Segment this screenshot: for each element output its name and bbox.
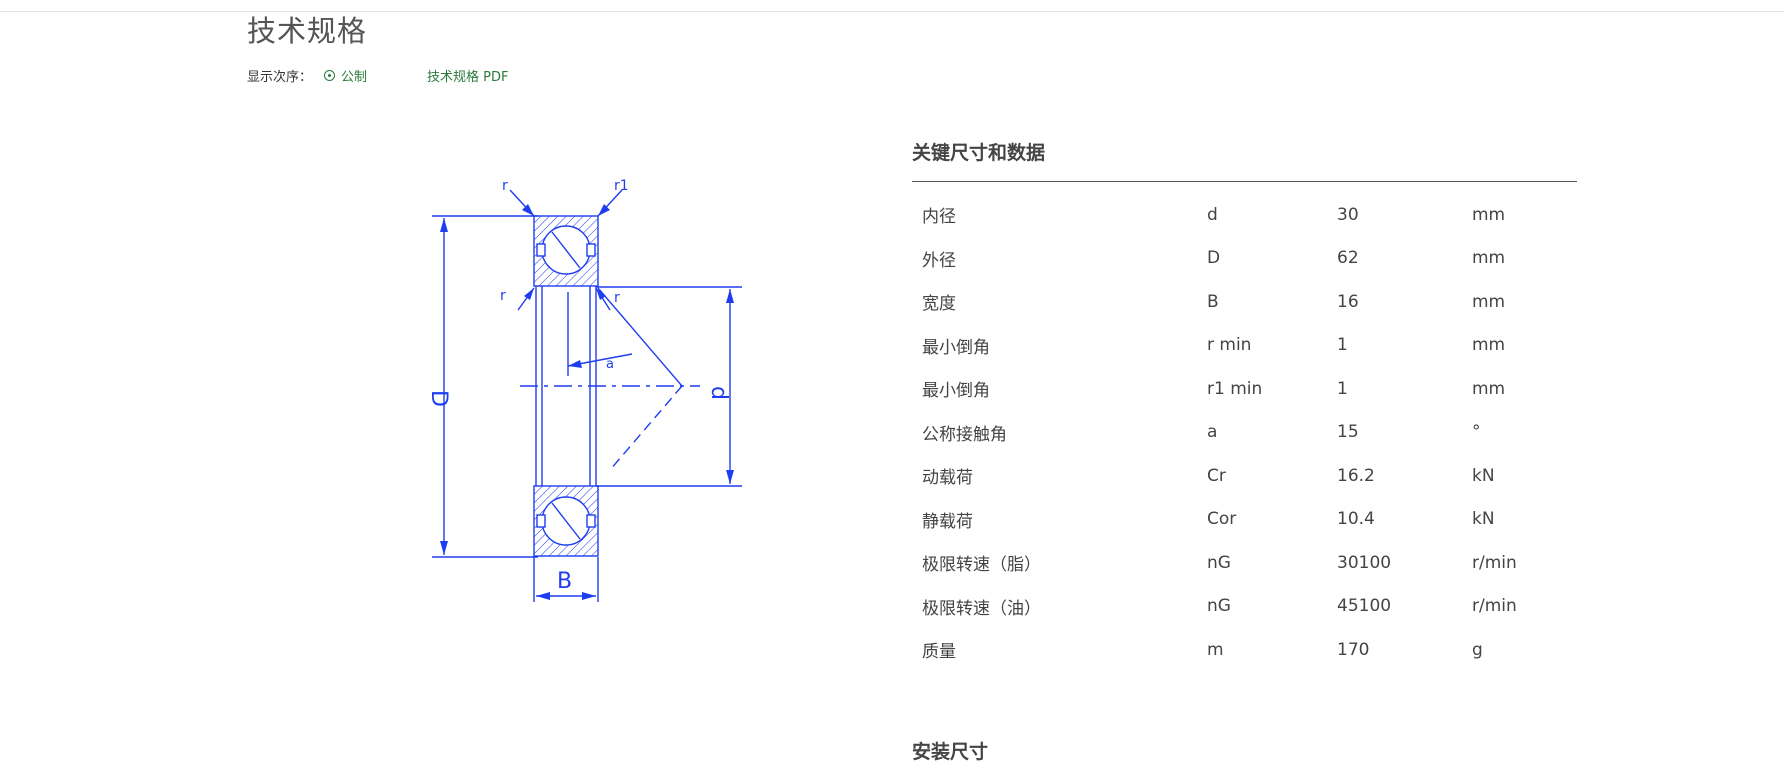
sort-bar: 显示次序： 公制: [247, 66, 367, 85]
table-row: 极限转速（脂） nG 30100 r/min: [912, 541, 1577, 585]
table-row: 静载荷 Cor 10.4 kN: [912, 498, 1577, 542]
spec-unit: kN: [1472, 509, 1495, 530]
spec-symbol: nG: [1207, 552, 1231, 573]
spec-unit: mm: [1472, 291, 1506, 312]
spec-value: 1: [1337, 335, 1348, 356]
spec-unit: r/min: [1472, 596, 1517, 617]
spec-unit: °: [1472, 422, 1481, 443]
spec-value: 1: [1337, 378, 1348, 399]
spec-name: 极限转速（油）: [922, 598, 1041, 619]
key-dimensions-title: 关键尺寸和数据: [912, 142, 1046, 164]
mounting-dimensions-title: 安装尺寸: [912, 741, 989, 763]
table-row: 最小倒角 r1 min 1 mm: [912, 367, 1577, 411]
spec-symbol: Cor: [1207, 509, 1237, 530]
spec-value: 30100: [1337, 552, 1392, 573]
label-B: B: [557, 569, 572, 594]
spec-symbol: a: [1207, 422, 1218, 443]
key-dimensions-body: 内径 d 30 mm 外径 D 62 mm 宽度 B 16 mm 最小倒角 r min 1 mm 最小倒角 r1 …: [912, 193, 1577, 672]
table-row: 极限转速（油） nG 45100 r/min: [912, 585, 1577, 629]
table-row: 内径 d 30 mm: [912, 193, 1577, 237]
spec-pdf-link[interactable]: 技术规格 PDF: [427, 70, 509, 85]
spec-name: 最小倒角: [922, 337, 990, 358]
page-title: 技术规格: [247, 14, 368, 48]
spec-value: 30: [1337, 204, 1359, 225]
sort-label: 显示次序：: [247, 70, 313, 85]
label-r-bore-left: r: [500, 288, 506, 304]
label-d: d: [706, 386, 731, 400]
top-divider: [0, 11, 1784, 12]
spec-name: 公称接触角: [922, 424, 1007, 445]
section-divider: [912, 181, 1577, 182]
label-r-bore-right: r: [614, 290, 620, 306]
unit-option-metric[interactable]: 公制: [324, 66, 367, 85]
spec-value: 10.4: [1337, 509, 1375, 530]
spec-name: 极限转速（脂）: [922, 555, 1041, 576]
spec-value: 16.2: [1337, 465, 1375, 486]
table-row: 动载荷 Cr 16.2 kN: [912, 454, 1577, 498]
spec-unit: mm: [1472, 204, 1506, 225]
label-r1-top-right: r1: [614, 178, 629, 194]
spec-unit: mm: [1472, 378, 1506, 399]
bearing-drawing: D d B a r r1 r r: [426, 178, 742, 602]
label-D: D: [426, 390, 451, 407]
spec-name: 动载荷: [922, 468, 973, 489]
label-a: a: [606, 357, 614, 372]
spec-symbol: m: [1207, 639, 1224, 660]
spec-value: 62: [1337, 248, 1359, 269]
spec-symbol: Cr: [1207, 465, 1226, 486]
spec-unit: g: [1472, 639, 1483, 660]
spec-symbol: D: [1207, 248, 1221, 269]
radio-selected-icon: [324, 70, 336, 81]
table-row: 公称接触角 a 15 °: [912, 411, 1577, 455]
table-row: 质量 m 170 g: [912, 628, 1577, 672]
spec-symbol: B: [1207, 291, 1219, 312]
label-r-top-left: r: [502, 178, 508, 194]
spec-name: 最小倒角: [922, 381, 990, 402]
spec-symbol: r min: [1207, 335, 1252, 356]
spec-symbol: d: [1207, 204, 1218, 225]
spec-value: 170: [1337, 639, 1370, 660]
table-row: 外径 D 62 mm: [912, 237, 1577, 281]
table-row: 最小倒角 r min 1 mm: [912, 324, 1577, 368]
spec-name: 质量: [922, 642, 956, 663]
spec-unit: mm: [1472, 248, 1506, 269]
spec-name: 静载荷: [922, 511, 973, 532]
spec-value: 45100: [1337, 596, 1392, 617]
spec-name: 内径: [922, 207, 956, 228]
unit-option-label: 公制: [341, 70, 368, 85]
bearing-geometry: [432, 189, 742, 602]
spec-unit: kN: [1472, 465, 1495, 486]
spec-unit: mm: [1472, 335, 1506, 356]
spec-name: 宽度: [922, 294, 956, 315]
table-row: 宽度 B 16 mm: [912, 280, 1577, 324]
spec-value: 15: [1337, 422, 1359, 443]
key-dimensions-table: 内径 d 30 mm 外径 D 62 mm 宽度 B 16 mm 最小倒角 r min 1 mm 最小倒角 r1 …: [912, 193, 1577, 672]
spec-unit: r/min: [1472, 552, 1517, 573]
spec-name: 外径: [922, 250, 956, 271]
spec-symbol: nG: [1207, 596, 1231, 617]
spec-symbol: r1 min: [1207, 378, 1263, 399]
spec-value: 16: [1337, 291, 1359, 312]
